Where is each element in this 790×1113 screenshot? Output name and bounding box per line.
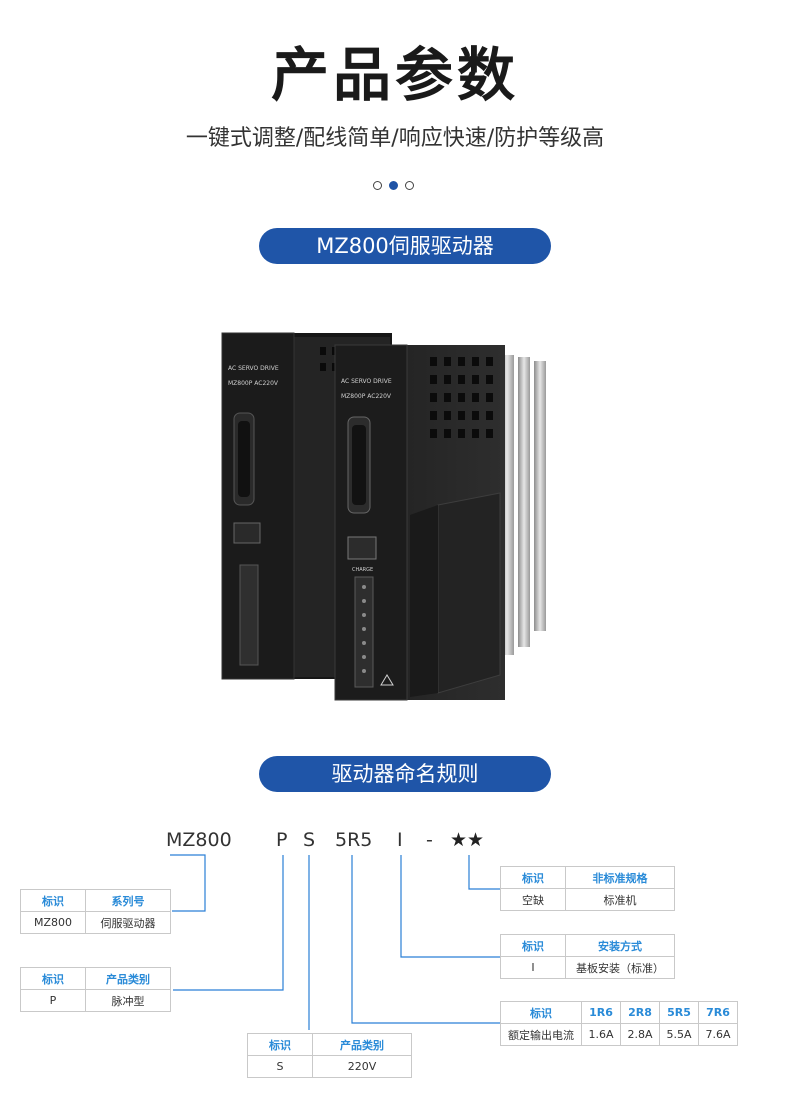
table-current: 标识 1R6 2R8 5R5 7R6 额定输出电流 1.6A 2.8A 5.5A… xyxy=(500,1001,738,1046)
front-line1: AC SERVO DRIVE xyxy=(341,378,392,385)
code-type: P xyxy=(276,829,288,851)
carousel-dot-2[interactable] xyxy=(389,181,398,190)
table-custom-h1: 标识 xyxy=(500,866,566,889)
table-current-h5: 7R6 xyxy=(698,1001,738,1024)
code-current: 5R5 xyxy=(335,829,373,851)
table-current-c4: 5.5A xyxy=(659,1023,699,1046)
table-current-h4: 5R5 xyxy=(659,1001,699,1024)
table-type-c1: P xyxy=(20,989,86,1012)
page-subtitle: 一键式调整/配线简单/响应快速/防护等级高 xyxy=(185,126,605,151)
code-series: MZ800 xyxy=(166,829,232,851)
carousel-dot-3[interactable] xyxy=(405,181,414,190)
charge-label: CHARGE xyxy=(352,567,373,573)
table-series-c1: MZ800 xyxy=(20,911,86,934)
table-current-h2: 1R6 xyxy=(581,1001,621,1024)
table-install-c1: I xyxy=(500,956,566,979)
front-line2: MZ800P AC220V xyxy=(341,393,392,400)
carousel-dot-1[interactable] xyxy=(373,181,382,190)
page-title: 产品参数 xyxy=(270,41,519,109)
table-current-h3: 2R8 xyxy=(620,1001,660,1024)
table-series: 标识 系列号 MZ800 伺服驱动器 xyxy=(20,889,171,934)
code-dash: - xyxy=(426,829,433,851)
code-install: I xyxy=(397,829,403,851)
table-install-h1: 标识 xyxy=(500,934,566,957)
servo-drive-image: AC SERVO DRIVE MZ800P AC220V AC SERVO DR… xyxy=(221,332,546,701)
table-series-c2: 伺服驱动器 xyxy=(85,911,171,934)
back-front-line1: AC SERVO DRIVE xyxy=(228,365,279,372)
table-current-c3: 2.8A xyxy=(620,1023,660,1046)
table-type-c2: 脉冲型 xyxy=(85,989,171,1012)
section-banner-naming: 驱动器命名规则 xyxy=(259,756,551,792)
table-voltage-c1: S xyxy=(247,1055,313,1078)
table-custom-h2: 非标准规格 xyxy=(565,866,675,889)
carousel-indicator xyxy=(373,181,414,190)
table-voltage-h1: 标识 xyxy=(247,1033,313,1056)
table-type-h1: 标识 xyxy=(20,967,86,990)
table-current-c5: 7.6A xyxy=(698,1023,738,1046)
table-install-c2: 基板安装（标准） xyxy=(565,956,675,979)
table-series-h1: 标识 xyxy=(20,889,86,912)
table-install-h2: 安装方式 xyxy=(565,934,675,957)
table-current-h1: 标识 xyxy=(500,1001,582,1024)
code-voltage: S xyxy=(303,829,316,851)
table-custom-c1: 空缺 xyxy=(500,888,566,911)
table-type: 标识 产品类别 P 脉冲型 xyxy=(20,967,171,1012)
table-type-h2: 产品类别 xyxy=(85,967,171,990)
table-voltage-c2: 220V xyxy=(312,1055,412,1078)
table-custom: 标识 非标准规格 空缺 标准机 xyxy=(500,866,675,911)
table-custom-c2: 标准机 xyxy=(565,888,675,911)
table-current-c1: 额定输出电流 xyxy=(500,1023,582,1046)
section-banner-product: MZ800伺服驱动器 xyxy=(259,228,551,264)
table-series-h2: 系列号 xyxy=(85,889,171,912)
code-custom: ★★ xyxy=(450,829,485,851)
table-voltage-h2: 产品类别 xyxy=(312,1033,412,1056)
table-install: 标识 安装方式 I 基板安装（标准） xyxy=(500,934,675,979)
back-front-line2: MZ800P AC220V xyxy=(228,380,279,387)
table-current-c2: 1.6A xyxy=(581,1023,621,1046)
table-voltage: 标识 产品类别 S 220V xyxy=(247,1033,412,1078)
